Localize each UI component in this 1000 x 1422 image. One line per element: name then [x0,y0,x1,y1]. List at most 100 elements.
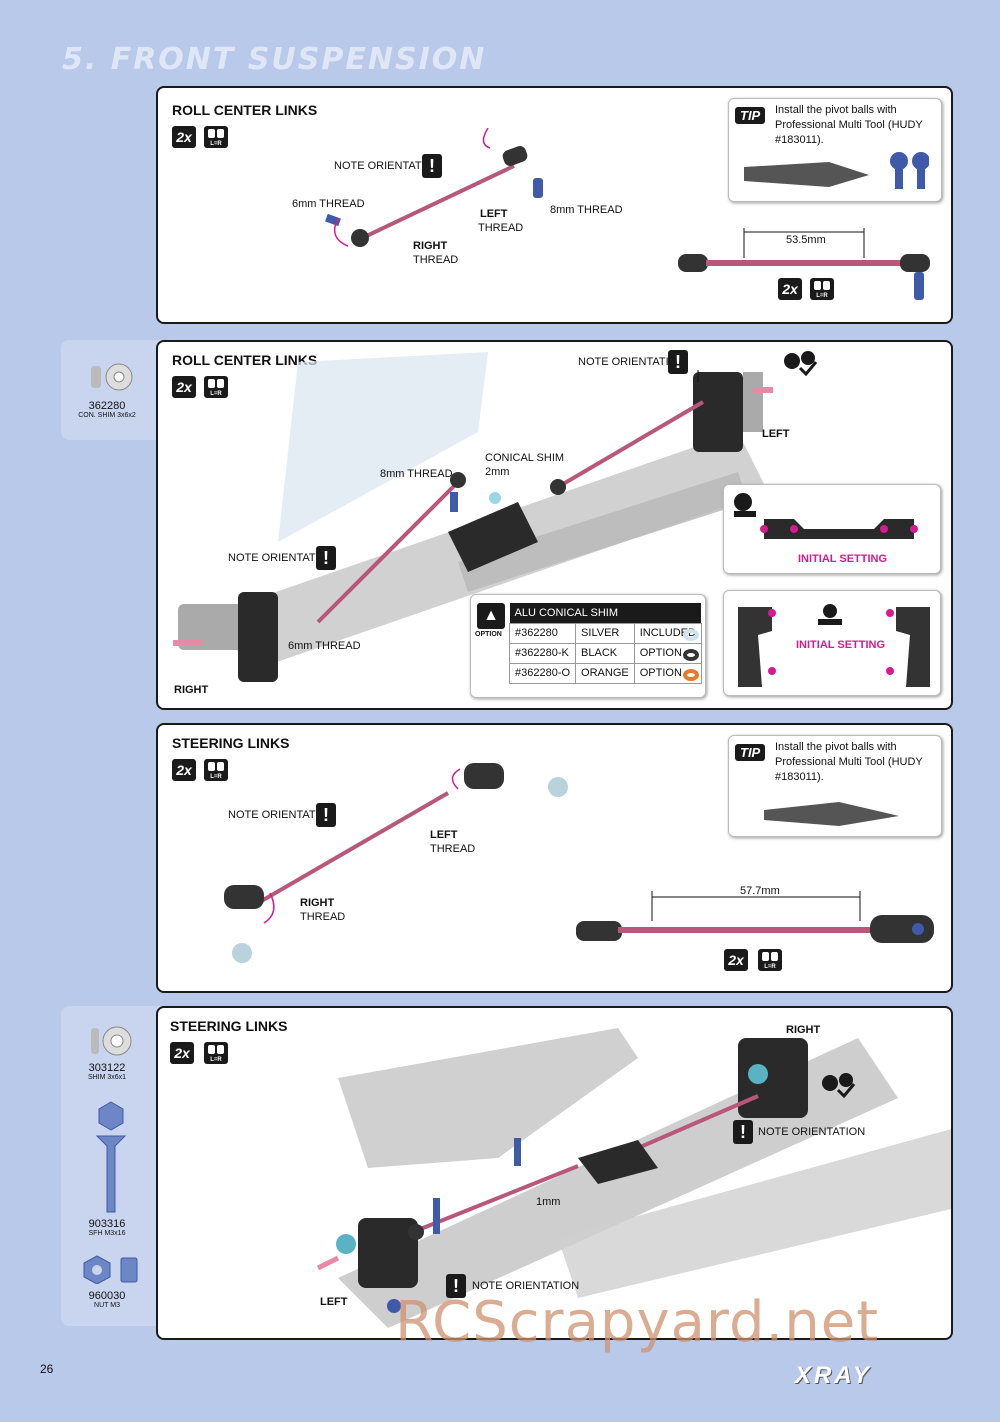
roll-center-link-assembled-drawing [678,228,930,300]
note-orientation-left-label: NOTE ORIENTATION [472,1280,580,1292]
part-960030: 960030 NUT M3 [88,1290,126,1309]
step-title: STEERING LINKS [170,1018,288,1034]
warning-icon-right: ! [733,1120,753,1144]
shim-block-drawing [760,519,918,539]
steering-link-exploded-drawing [224,763,568,963]
right-label: RIGHT [174,684,209,696]
conical-shim-icon [91,363,133,391]
adjust-settings-icon [822,1073,856,1098]
part-303122: 303122 SHIM 3x6x1 [87,1062,127,1081]
initial-setting-label-2: INITIAL SETTING [796,639,886,651]
warning-icon: ! [422,154,442,178]
left-equals-right-icon: L=R [204,126,228,148]
black-shim-swatch [683,649,699,661]
conical-shim-size-label: 2mm [485,466,510,478]
thread-8mm-label: 8mm THREAD [550,204,623,216]
multi-tool-icon [764,802,899,826]
note-orientation-right-label: NOTE ORIENTATION [758,1126,866,1138]
tip-label: TIP [735,107,766,124]
left-equals-right-icon-2: L=R [758,949,782,971]
tip-box: TIP Install the pivot balls with Profess… [728,735,942,837]
option-table-header: ALU CONICAL SHIM [509,603,702,623]
warning-icon: ! [316,803,336,827]
note-orientation-top-label: NOTE ORIENTATION [578,356,686,368]
multi-tool-icon [744,152,929,189]
right-thread-label: THREAD [413,254,459,266]
step-roll-center-links-install: ROLL CENTER LINKS 2x L=R NOTE ORIENTATIO… [156,340,953,710]
tip-text: Install the pivot balls with Professiona… [775,104,923,146]
left-equals-right-icon: L=R [204,376,228,398]
parts-sidebar-2: 303122 SHIM 3x6x1 903316 SFH M3x16 96003… [61,1006,161,1326]
conical-shim-label: CONICAL SHIM [485,452,565,464]
right-label: RIGHT [413,240,448,252]
thread-6mm-label: 6mm THREAD [288,640,361,652]
right-label: RIGHT [786,1024,821,1036]
initial-setting-label-1: INITIAL SETTING [798,553,888,565]
adjust-settings-icon [784,351,818,376]
hub-carrier-drawing [738,604,930,687]
thread-6mm-label: 6mm THREAD [292,198,365,210]
shim-icon [91,1026,132,1056]
brand-logo: XRAY [795,1362,872,1389]
step-roll-center-links-assembly: ROLL CENTER LINKS 2x L=R NOTE ORIENTATIO… [156,86,953,324]
orange-shim-swatch [683,669,699,681]
tip-text: Install the pivot balls with Professiona… [775,741,923,783]
quantity-badge: 2x [172,376,196,398]
right-thread-label: THREAD [300,911,346,923]
part-362280: 362280 CON. SHIM 3x6x2 [78,400,136,419]
watermark: RCScrapyard.net [395,1290,880,1355]
step-title: ROLL CENTER LINKS [172,102,318,118]
left-equals-right-icon: L=R [204,1042,228,1064]
right-label: RIGHT [300,897,335,909]
step-steering-links-install: STEERING LINKS 2x L=R RIGHT ! NOTE ORIEN… [156,1006,953,1340]
screw-icon [95,1101,127,1213]
steering-link-assembled-drawing [576,891,934,943]
page-number: 26 [40,1362,54,1376]
nut-icon [83,1255,138,1284]
detail-box-2: INITIAL SETTING [723,590,941,696]
chassis-drawing [173,352,773,682]
option-label: OPTION [475,631,502,638]
detail-box-1: INITIAL SETTING [723,484,941,574]
quantity-badge-2: 2x [724,949,748,971]
tip-box: TIP Install the pivot balls with Profess… [728,98,942,202]
quantity-badge: 2x [172,759,196,781]
left-equals-right-icon: L=R [204,759,228,781]
dimension-label: 53.5mm [786,234,826,246]
note-orientation-left-label: NOTE ORIENTATION [228,552,336,564]
left-label: LEFT [762,428,790,440]
left-thread-label: THREAD [478,222,524,234]
thumbs-up-icon: ▲ [477,603,505,629]
detail-magnifier-icon [734,493,756,517]
part-903316: 903316 SFH M3x16 [88,1218,126,1237]
silver-shim-swatch [683,629,699,641]
left-label: LEFT [480,208,508,220]
left-label: LEFT [430,829,458,841]
note-orientation-label: NOTE ORIENTATION [334,160,442,172]
tip-label: TIP [735,744,766,761]
shim-thickness-label: 1mm [536,1196,561,1208]
left-label: LEFT [320,1296,348,1308]
parts-sidebar: 362280 CON. SHIM 3x6x2 [61,340,161,440]
thread-8mm-label: 8mm THREAD [380,468,453,480]
warning-icon-left: ! [316,546,336,570]
roll-center-link-exploded-drawing [325,128,543,247]
left-equals-right-icon-2: L=R [810,278,834,300]
chassis-drawing [316,1028,951,1328]
step-title: ROLL CENTER LINKS [172,352,318,368]
left-thread-label: THREAD [430,843,476,855]
quantity-badge: 2x [170,1042,194,1064]
quantity-badge: 2x [172,126,196,148]
warning-icon-left: ! [446,1274,466,1298]
dimension-label: 57.7mm [740,885,780,897]
note-orientation-label: NOTE ORIENTATION [228,809,336,821]
quantity-badge-2: 2x [778,278,802,300]
step-steering-links-assembly: STEERING LINKS 2x L=R NOTE ORIENTATION !… [156,723,953,993]
warning-icon-top: ! [668,350,688,374]
step-title: STEERING LINKS [172,735,290,751]
page-title: 5. FRONT SUSPENSION [62,42,487,77]
